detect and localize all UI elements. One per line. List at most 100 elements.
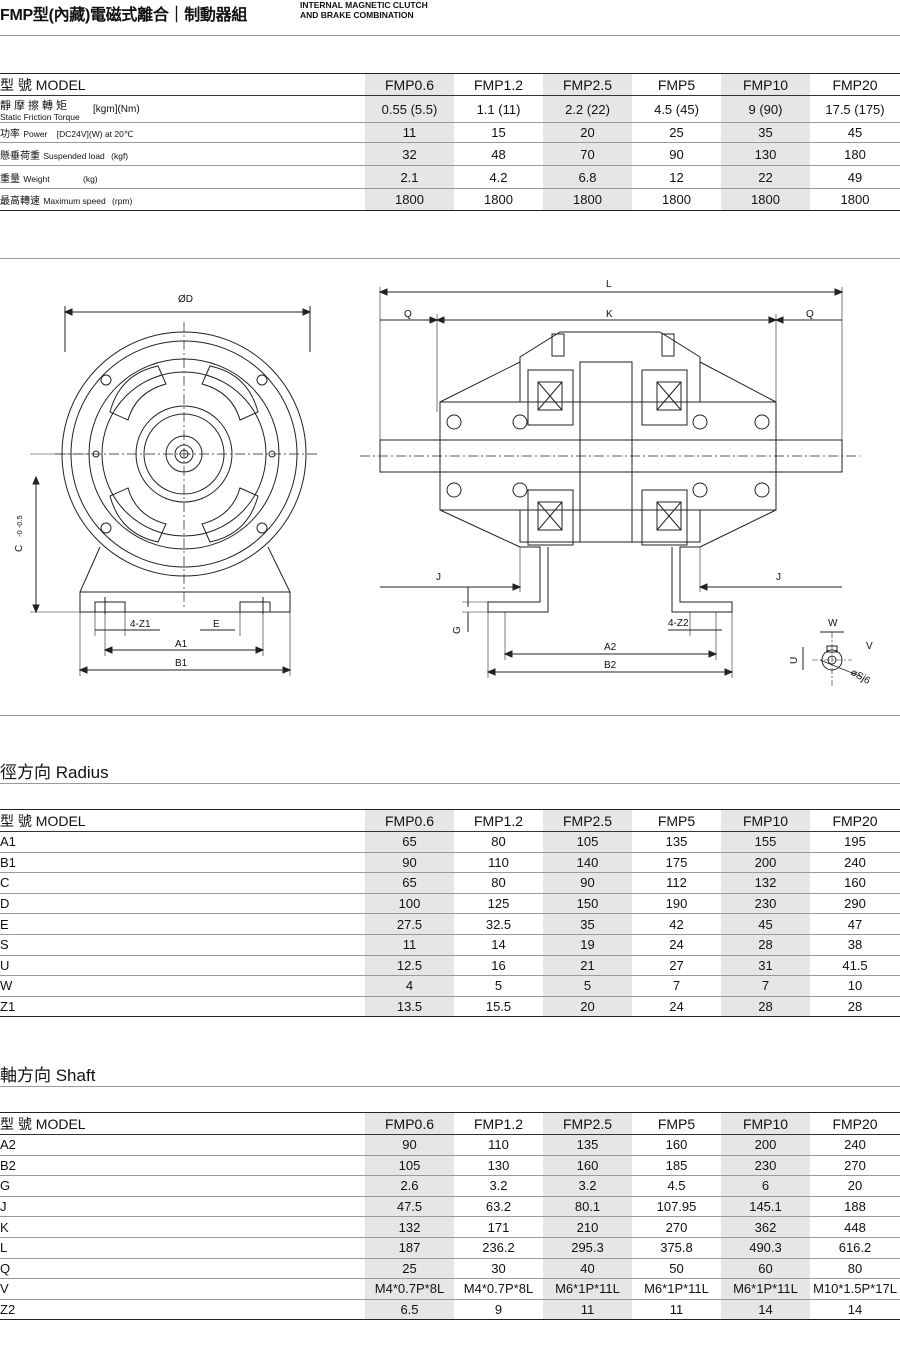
spec-label-en: Weight (23, 173, 50, 184)
dimension-label: A1 (0, 831, 365, 853)
dimension-label: C (0, 872, 365, 894)
dimension-cell: 140 (543, 852, 632, 874)
model-label: 型 號 MODEL (0, 809, 365, 832)
dimension-cell: 11 (365, 934, 454, 956)
spec-row-label: 重量 Weight (kg) (0, 165, 365, 189)
spec-cell: 1800 (454, 188, 543, 211)
label-a1: A1 (175, 639, 188, 650)
dimension-cell: 12.5 (365, 955, 454, 977)
dimension-cell: 132 (365, 1216, 454, 1238)
spec-cell: 32 (365, 142, 454, 166)
dimension-cell: M6*1P*11L (543, 1278, 632, 1300)
spec-row-suspended-load: 懸垂荷重 Suspended load (kgf) 32 48 70 90 13… (0, 142, 900, 166)
spec-label-unit: [kgm](Nm) (93, 103, 140, 115)
dimension-cell: 63.2 (454, 1196, 543, 1218)
model-header: FMP5 (632, 1112, 721, 1135)
technical-drawing: ØD C -0 -0.5 4-Z1 E A1 B1 (14, 279, 873, 687)
page-header: FMP型(內藏)電磁式離合｜制動器組 INTERNAL MAGNETIC CLU… (0, 0, 900, 30)
dimension-cell: 105 (543, 831, 632, 853)
label-k: K (606, 309, 613, 320)
spec-cell: 2.2 (22) (543, 95, 632, 123)
spec-label-unit: [DC24V](W) at 20℃ (56, 129, 134, 139)
spec-row-label: 懸垂荷重 Suspended load (kgf) (0, 142, 365, 166)
dimension-label: D (0, 893, 365, 915)
dimension-cell: 32.5 (454, 913, 543, 935)
dimension-cell: 160 (632, 1134, 721, 1156)
spec-row-max-speed: 最高轉速 Maximum speed (rpm) 1800 1800 1800 … (0, 188, 900, 211)
dimension-cell: 110 (454, 852, 543, 874)
spec-cell: 1800 (632, 188, 721, 211)
label-b1: B1 (175, 658, 188, 669)
label-j-right: J (776, 572, 781, 583)
dimension-cell: 24 (632, 996, 721, 1018)
dimension-cell: 11 (543, 1299, 632, 1321)
spec-cell: 6.8 (543, 165, 632, 189)
spec-label-unit: (kgf) (111, 150, 129, 161)
spec-cell: 1800 (810, 188, 900, 211)
dimension-cell: 3.2 (454, 1175, 543, 1197)
dimension-cell: 50 (632, 1258, 721, 1280)
dimension-cell: 80 (454, 872, 543, 894)
dimension-cell: 9 (454, 1299, 543, 1321)
dimension-cell: 155 (721, 831, 810, 853)
model-header: FMP20 (810, 73, 900, 96)
radius-section-title: 徑方向 Radius (0, 763, 109, 782)
dimension-cell: 42 (632, 913, 721, 935)
dimension-cell: 25 (365, 1258, 454, 1280)
dimension-cell: 240 (810, 1134, 900, 1156)
model-header: FMP2.5 (543, 73, 632, 96)
label-u: U (789, 657, 800, 664)
spec-row-label: 功率 Power [DC24V](W) at 20℃ (0, 122, 365, 143)
model-header: FMP0.6 (365, 73, 454, 96)
dimension-cell: 20 (543, 996, 632, 1018)
spec-cell: 70 (543, 142, 632, 166)
dimension-cell: 47.5 (365, 1196, 454, 1218)
dimension-label: J (0, 1196, 365, 1218)
spec-cell: 45 (810, 122, 900, 143)
spec-label-zh: 重量 (0, 173, 20, 185)
spec-label-zh: 最高轉速 (0, 196, 40, 207)
dimension-cell: 230 (721, 1155, 810, 1177)
dimension-cell: 5 (454, 975, 543, 997)
spec-cell: 4.2 (454, 165, 543, 189)
dimension-cell: 28 (810, 996, 900, 1018)
dimension-cell: M6*1P*11L (721, 1278, 810, 1300)
dimension-cell: 270 (632, 1216, 721, 1238)
spec-label-unit: (kg) (83, 173, 98, 184)
dimension-cell: 195 (810, 831, 900, 853)
model-header: FMP10 (721, 1112, 810, 1135)
label-s: øSj6 (849, 667, 873, 687)
label-q-right: Q (806, 309, 814, 320)
dimension-cell: 160 (810, 872, 900, 894)
model-header: FMP2.5 (543, 809, 632, 832)
model-label: 型 號 MODEL (0, 1112, 365, 1135)
dimension-cell: 135 (543, 1134, 632, 1156)
spec-cell: 1800 (721, 188, 810, 211)
dimension-cell: M4*0.7P*8L (365, 1278, 454, 1300)
spec-cell: 48 (454, 142, 543, 166)
spec-cell: 4.5 (45) (632, 95, 721, 123)
dimension-cell: 90 (365, 1134, 454, 1156)
dimension-cell: 65 (365, 831, 454, 853)
dimension-cell: 448 (810, 1216, 900, 1238)
spec-cell: 12 (632, 165, 721, 189)
label-c: C (14, 545, 25, 552)
label-e: E (213, 619, 220, 630)
dimension-label: S (0, 934, 365, 956)
dimension-cell: 125 (454, 893, 543, 915)
dimension-cell: 31 (721, 955, 810, 977)
label-4-z1: 4-Z1 (130, 619, 151, 630)
spec-cell: 17.5 (175) (810, 95, 900, 123)
model-header: FMP5 (632, 73, 721, 96)
spec-label-en: Suspended load (43, 150, 105, 161)
spec-label-zh: 功率 (0, 129, 20, 140)
